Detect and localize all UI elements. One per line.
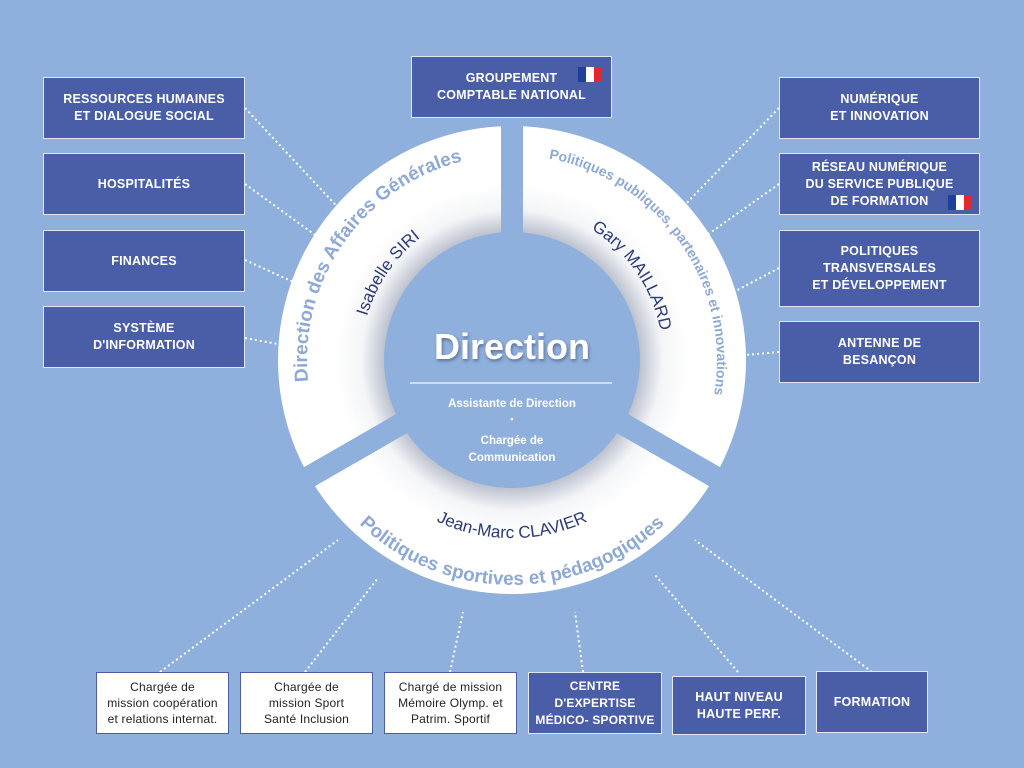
box-finances[interactable]: FINANCES xyxy=(43,230,245,292)
assistant-role: Assistante de Direction xyxy=(448,398,576,410)
communication-role-line2: Communication xyxy=(468,452,556,464)
box-systeme-information[interactable]: SYSTÈME D'INFORMATION xyxy=(43,306,245,368)
box-ressources-humaines[interactable]: RESSOURCES HUMAINES ET DIALOGUE SOCIAL xyxy=(43,77,245,139)
box-formation[interactable]: FORMATION xyxy=(816,671,928,733)
box-antenne-besancon[interactable]: ANTENNE DE BESANÇON xyxy=(779,321,980,383)
box-mission-cooperation[interactable]: Chargée de mission coopération et relati… xyxy=(96,672,229,734)
box-mission-memoire-olympique[interactable]: Chargé de mission Mémoire Olymp. et Patr… xyxy=(384,672,517,734)
french-flag-icon xyxy=(948,195,972,210)
center-title: Direction xyxy=(433,326,591,367)
box-haut-niveau[interactable]: HAUT NIVEAU HAUTE PERF. xyxy=(672,676,806,735)
box-reseau-numerique[interactable]: RÉSEAU NUMÉRIQUE DU SERVICE PUBLIQUE DE … xyxy=(779,153,980,215)
box-mission-sport-sante[interactable]: Chargée de mission Sport Santé Inclusion xyxy=(240,672,373,734)
center-separator: • xyxy=(510,414,514,424)
connector-lines xyxy=(159,107,873,673)
communication-role-line1: Chargée de xyxy=(480,435,544,447)
box-centre-expertise[interactable]: CENTRE D'EXPERTISE MÉDICO- SPORTIVE xyxy=(528,672,662,734)
box-numerique-innovation[interactable]: NUMÉRIQUE ET INNOVATION xyxy=(779,77,980,139)
french-flag-icon xyxy=(578,67,602,82)
box-politiques-transversales[interactable]: POLITIQUES TRANSVERSALES ET DÉVELOPPEMEN… xyxy=(779,230,980,307)
box-groupement-comptable[interactable]: GROUPEMENT COMPTABLE NATIONAL xyxy=(411,56,612,118)
box-hospitalites[interactable]: HOSPITALITÉS xyxy=(43,153,245,215)
